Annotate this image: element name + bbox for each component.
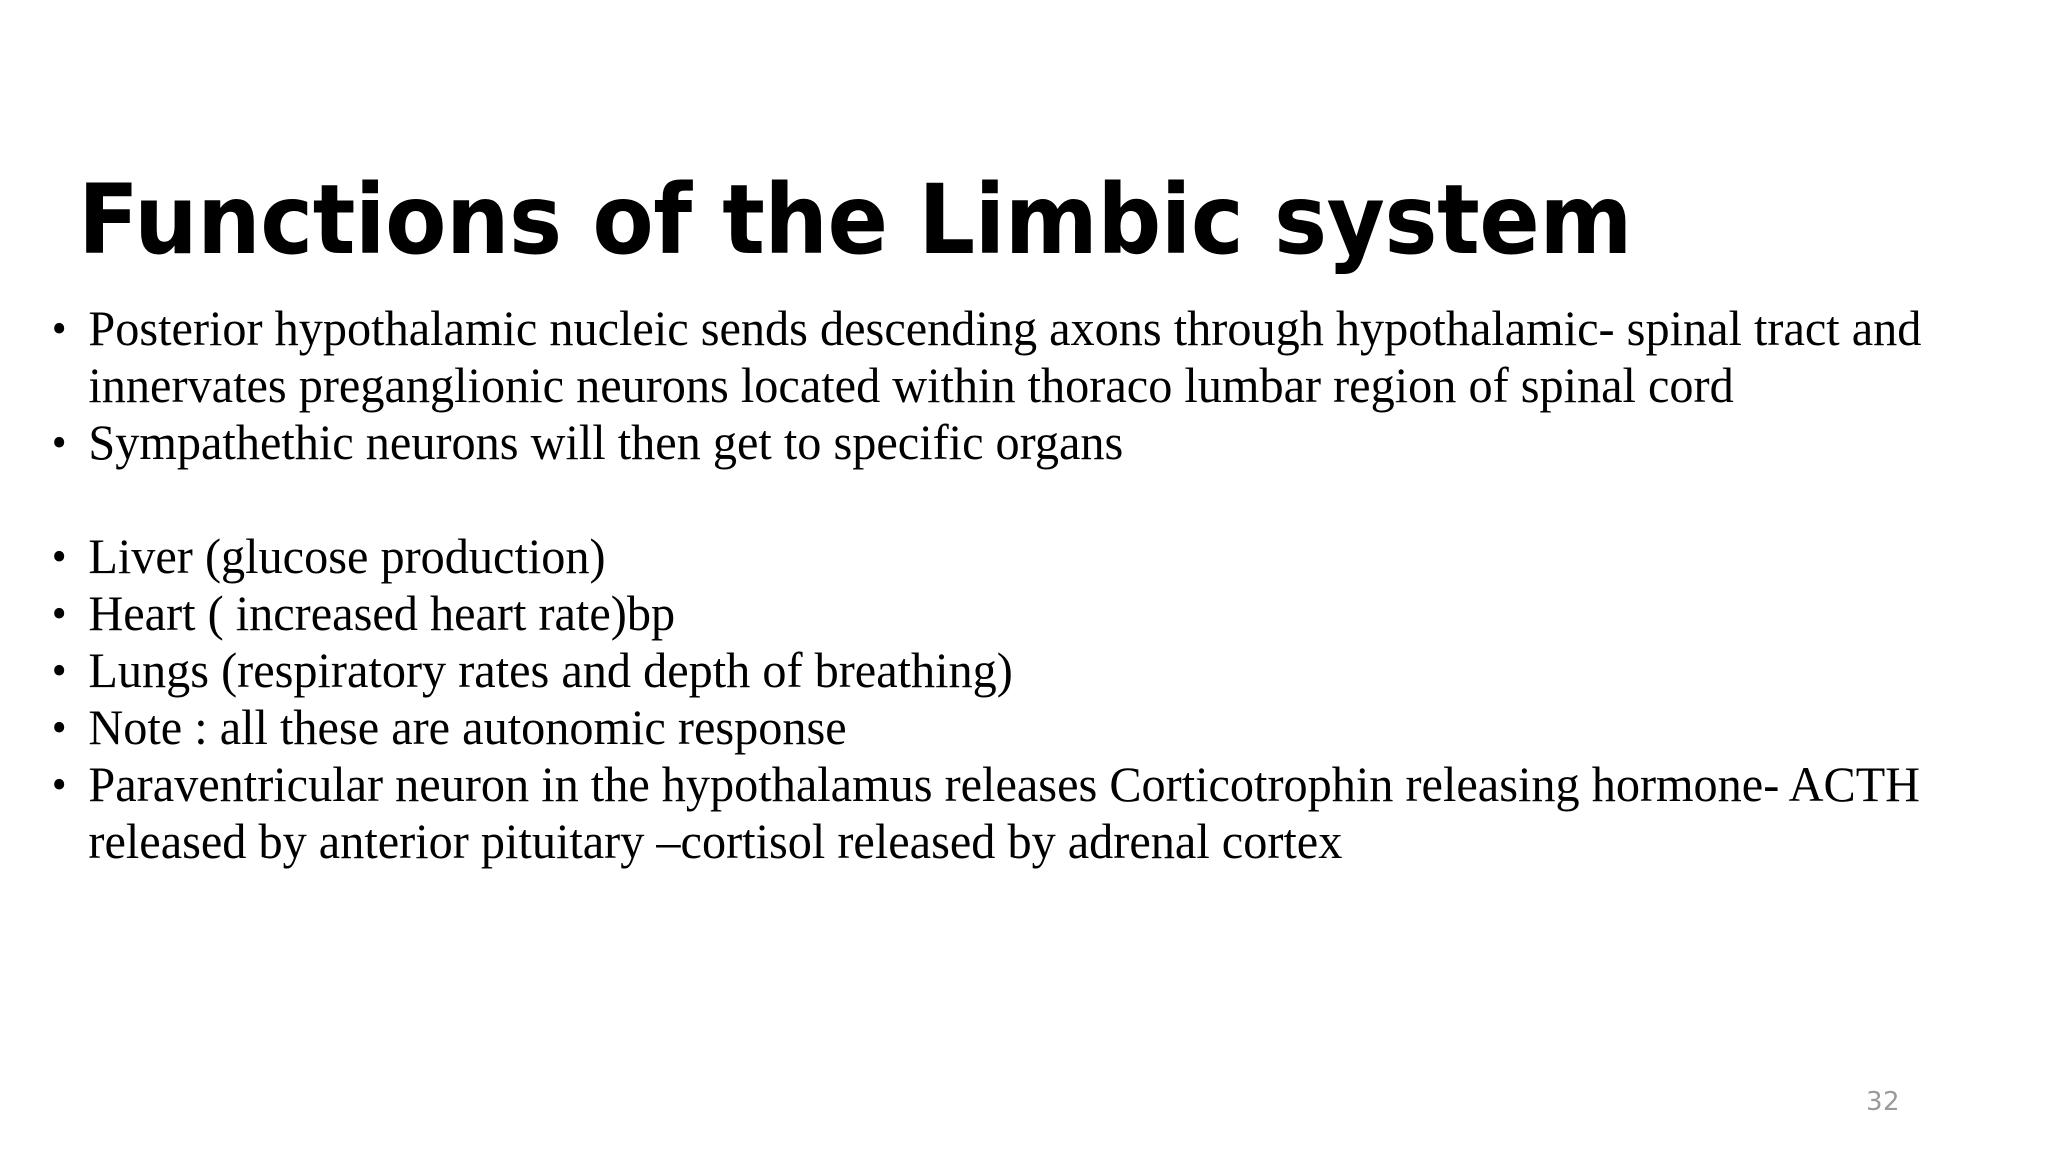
page-title: Functions of the Limbic system xyxy=(78,164,1632,277)
list-item: Posterior hypothalamic nucleic sends des… xyxy=(44,300,1950,414)
bullet-list: Posterior hypothalamic nucleic sends des… xyxy=(44,300,2019,870)
list-item: Lungs (respiratory rates and depth of br… xyxy=(44,642,1950,699)
list-item: Liver (glucose production) xyxy=(44,528,1950,585)
page-number: 32 xyxy=(1866,1087,1901,1117)
list-item: Note : all these are autonomic response xyxy=(44,699,1950,756)
list-item-spacer xyxy=(44,471,1950,528)
list-item: Sympathethic neurons will then get to sp… xyxy=(44,414,1950,471)
list-item: Heart ( increased heart rate)bp xyxy=(44,585,1950,642)
slide-body: Posterior hypothalamic nucleic sends des… xyxy=(44,300,2019,870)
list-item: Paraventricular neuron in the hypothalam… xyxy=(44,756,1950,870)
